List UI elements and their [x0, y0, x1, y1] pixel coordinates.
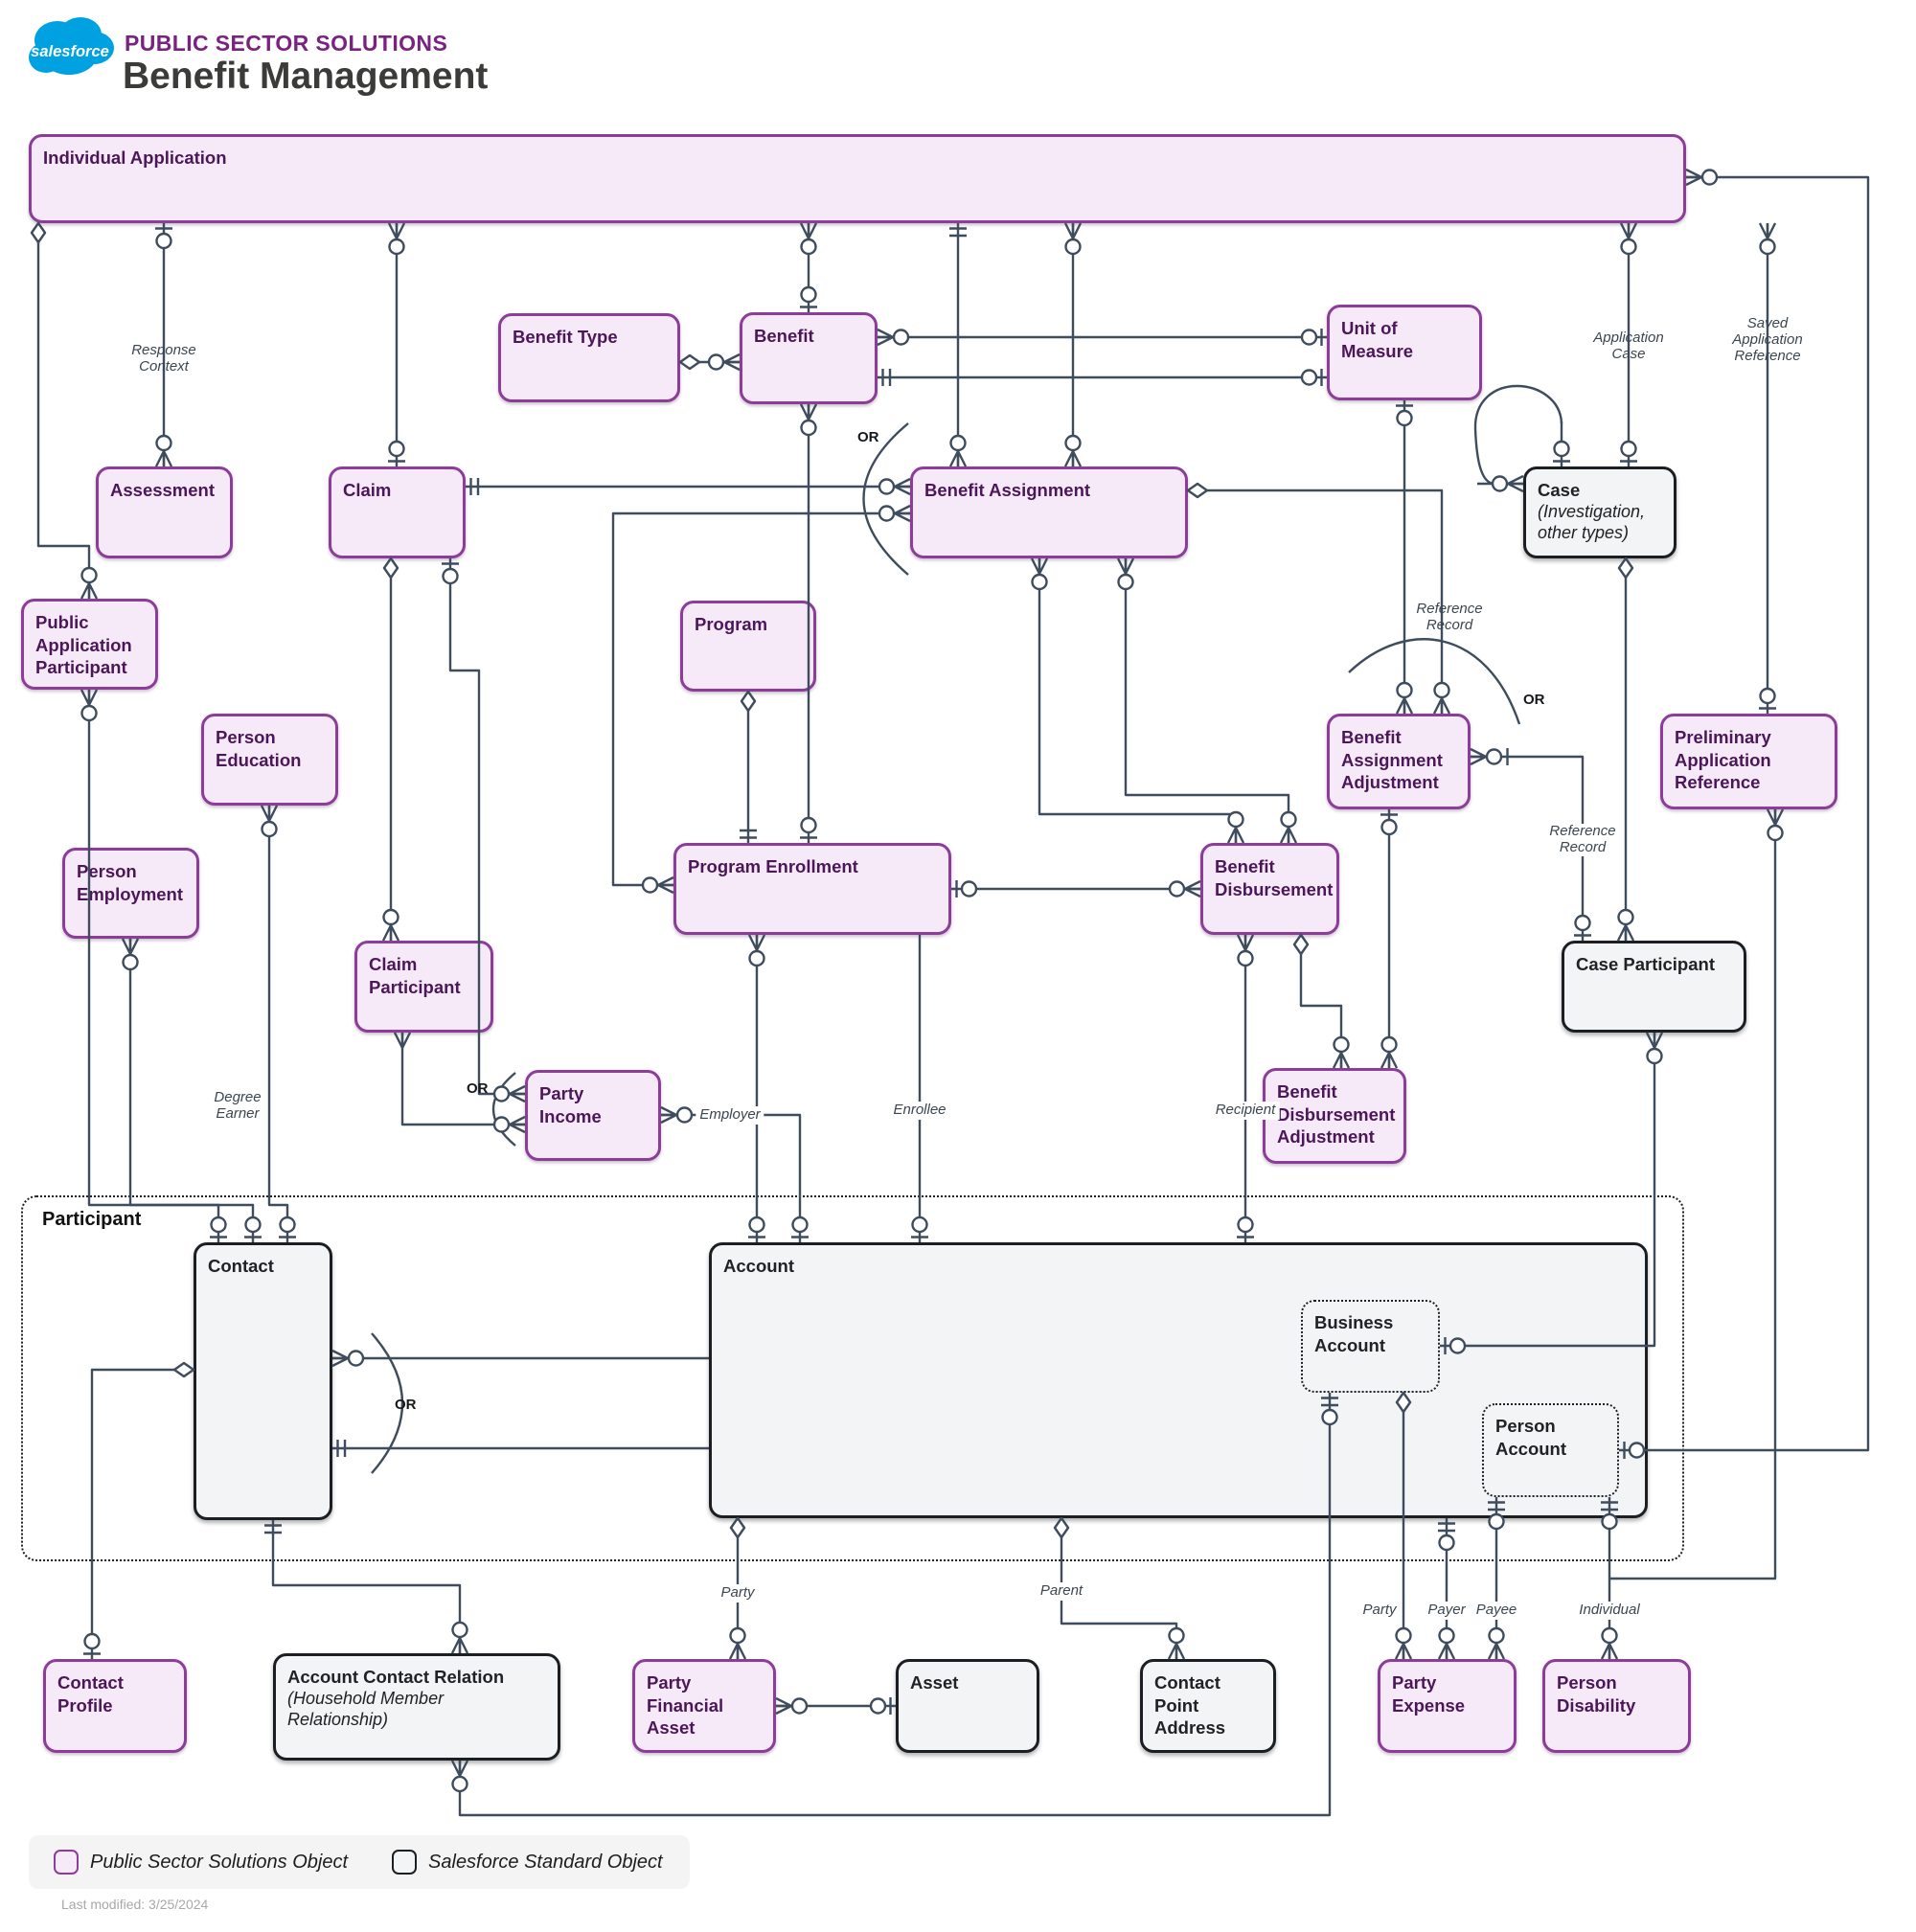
entity-label: Benefit — [754, 326, 814, 346]
rel-label-party: Party — [717, 1584, 759, 1602]
entity-label: Individual Application — [43, 148, 227, 168]
entity-label: Person Account — [1495, 1416, 1566, 1459]
entity-contact: Contact — [194, 1242, 332, 1520]
entity-assessment: Assessment — [96, 466, 233, 558]
entity-preliminary-application-reference: Preliminary Application Reference — [1660, 714, 1837, 809]
entity-label: Case — [1538, 480, 1581, 500]
entity-benefit-type: Benefit Type — [498, 313, 680, 402]
entity-contact-point-address: Contact Point Address — [1140, 1659, 1276, 1753]
or-constraint-label: OR — [857, 429, 879, 445]
rel-label-parent: Parent — [1036, 1582, 1087, 1601]
rel-label-enrollee: Enrollee — [889, 1102, 950, 1120]
page-title: Benefit Management — [123, 56, 489, 97]
rel-label-application-case: Application Case — [1593, 330, 1664, 362]
rel-label-recipient: Recipient — [1211, 1102, 1280, 1120]
pss-object-swatch — [54, 1850, 79, 1875]
entity-benefit-assignment-adjustment: Benefit Assignment Adjustment — [1327, 714, 1471, 809]
entity-sublabel: (Household Member Relationship) — [287, 1688, 445, 1729]
legend-item-pss: Public Sector Solutions Object — [54, 1850, 348, 1875]
entity-label: Person Employment — [77, 861, 184, 904]
entity-benefit-disbursement: Benefit Disbursement — [1200, 843, 1339, 935]
entity-label: Benefit Disbursement Adjustment — [1277, 1081, 1396, 1148]
legend-label: Salesforce Standard Object — [428, 1851, 663, 1873]
rel-label-party: Party — [1358, 1602, 1401, 1620]
entity-label: Party Income — [539, 1083, 602, 1126]
entity-party-income: Party Income — [525, 1070, 661, 1161]
entity-party-financial-asset: Party Financial Asset — [632, 1659, 776, 1753]
entity-label: Benefit Assignment Adjustment — [1341, 727, 1443, 793]
entity-asset: Asset — [896, 1659, 1039, 1753]
entity-label: Public Application Participant — [35, 612, 132, 678]
suite-name: PUBLIC SECTOR SOLUTIONS — [125, 31, 448, 56]
or-constraint-label: OR — [1523, 692, 1545, 708]
legend: Public Sector Solutions Object Salesforc… — [29, 1835, 690, 1889]
entity-program: Program — [680, 601, 816, 692]
entity-label: Asset — [910, 1672, 959, 1693]
entity-label: Claim — [343, 480, 392, 500]
entity-label: Claim Participant — [369, 954, 461, 997]
entity-label: Person Education — [216, 727, 302, 770]
entity-label: Program — [695, 614, 768, 634]
entity-person-account: Person Account — [1482, 1403, 1619, 1497]
rel-label-employer: Employer — [696, 1106, 764, 1125]
entity-label: Contact Point Address — [1154, 1672, 1226, 1739]
entity-label: Assessment — [110, 480, 216, 500]
entity-label: Benefit Type — [513, 327, 618, 347]
legend-item-standard: Salesforce Standard Object — [392, 1850, 663, 1875]
rel-label-payee: Payee — [1471, 1602, 1521, 1620]
entity-claim-participant: Claim Participant — [354, 941, 493, 1033]
entity-label: Business Account — [1314, 1312, 1394, 1355]
entity-sublabel: (Investigation, other types) — [1538, 501, 1646, 542]
entity-benefit-assignment: Benefit Assignment — [910, 466, 1188, 558]
entity-label: Contact Profile — [57, 1672, 124, 1716]
entity-label: Program Enrollment — [688, 856, 858, 876]
entity-label: Account Contact Relation — [287, 1667, 505, 1687]
entity-public-application-participant: Public Application Participant — [21, 599, 158, 690]
rel-label-individual: Individual — [1575, 1602, 1644, 1620]
entity-label: Case Participant — [1576, 954, 1715, 974]
last-modified: Last modified: 3/25/2024 — [61, 1897, 209, 1912]
entity-benefit: Benefit — [740, 312, 878, 404]
rel-label-payer: Payer — [1424, 1602, 1470, 1620]
entity-case-participant: Case Participant — [1562, 941, 1746, 1033]
entity-person-disability: Person Disability — [1542, 1659, 1691, 1753]
entity-unit-of-measure: Unit of Measure — [1327, 305, 1482, 400]
rel-label-reference-record: Reference Record — [1416, 601, 1483, 633]
entity-label: Benefit Assignment — [924, 480, 1091, 500]
entity-contact-profile: Contact Profile — [43, 1659, 187, 1753]
entity-individual-application: Individual Application — [29, 134, 1686, 223]
rel-label-degree-earner: Degree Earner — [214, 1089, 262, 1122]
rel-label-saved-application-reference: Saved Application Reference — [1732, 315, 1803, 364]
entity-business-account: Business Account — [1301, 1300, 1440, 1393]
participant-group-label: Participant — [42, 1209, 142, 1230]
entity-label: Account — [723, 1256, 794, 1276]
svg-text:salesforce: salesforce — [31, 43, 109, 60]
entity-program-enrollment: Program Enrollment — [673, 843, 951, 935]
or-constraint-label: OR — [467, 1080, 489, 1097]
entity-label: Benefit Disbursement — [1215, 856, 1334, 899]
entity-person-education: Person Education — [201, 714, 338, 806]
entity-label: Contact — [208, 1256, 274, 1276]
entity-label: Unit of Measure — [1341, 318, 1414, 361]
standard-object-swatch — [392, 1850, 418, 1875]
entity-person-employment: Person Employment — [62, 848, 199, 939]
or-constraint-label: OR — [395, 1397, 417, 1413]
entity-label: Party Financial Asset — [647, 1672, 724, 1739]
legend-label: Public Sector Solutions Object — [90, 1851, 349, 1873]
entity-claim: Claim — [329, 466, 466, 558]
entity-label: Preliminary Application Reference — [1675, 727, 1771, 793]
entity-benefit-disbursement-adjustment: Benefit Disbursement Adjustment — [1263, 1068, 1406, 1164]
entity-party-expense: Party Expense — [1378, 1659, 1517, 1753]
entity-account-contact-relation: Account Contact Relation(Household Membe… — [273, 1653, 560, 1761]
salesforce-logo: salesforce — [29, 17, 114, 75]
entity-label: Party Expense — [1392, 1672, 1466, 1716]
entity-label: Person Disability — [1557, 1672, 1636, 1716]
rel-label-response-context: Response Context — [131, 342, 196, 375]
rel-label-reference-record: Reference Record — [1544, 823, 1621, 856]
entity-case: Case(Investigation, other types) — [1523, 466, 1676, 558]
